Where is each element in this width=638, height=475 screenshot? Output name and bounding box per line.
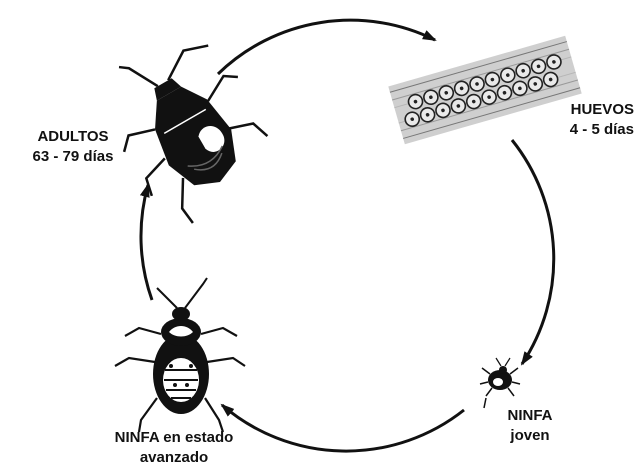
- arrow-young-nymph-to-advanced-nymph: [222, 405, 464, 451]
- adults-name: ADULTOS: [25, 127, 121, 147]
- young-nymph-label: NINFA joven: [508, 406, 553, 446]
- arrow-adults-to-eggs: [218, 20, 435, 74]
- advanced-nymph-detail: avanzado: [115, 448, 234, 468]
- young-nymph-icon: [480, 358, 520, 408]
- arrow-eggs-to-young-nymph: [512, 140, 554, 364]
- eggs-name: HUEVOS: [570, 100, 634, 120]
- advanced-nymph-label: NINFA en estado avanzado: [115, 428, 234, 468]
- arrow-advanced-nymph-to-adults: [141, 185, 152, 300]
- eggs-duration: 4 - 5 días: [570, 120, 634, 140]
- egg-cluster-icon: [388, 36, 581, 144]
- eggs-label: HUEVOS 4 - 5 días: [570, 100, 634, 140]
- adults-duration: 63 - 79 días: [25, 147, 121, 167]
- young-nymph-name: NINFA: [508, 406, 553, 426]
- young-nymph-detail: joven: [508, 426, 553, 446]
- advanced-nymph-name: NINFA en estado: [115, 428, 234, 448]
- adults-label: ADULTOS 63 - 79 días: [25, 127, 121, 167]
